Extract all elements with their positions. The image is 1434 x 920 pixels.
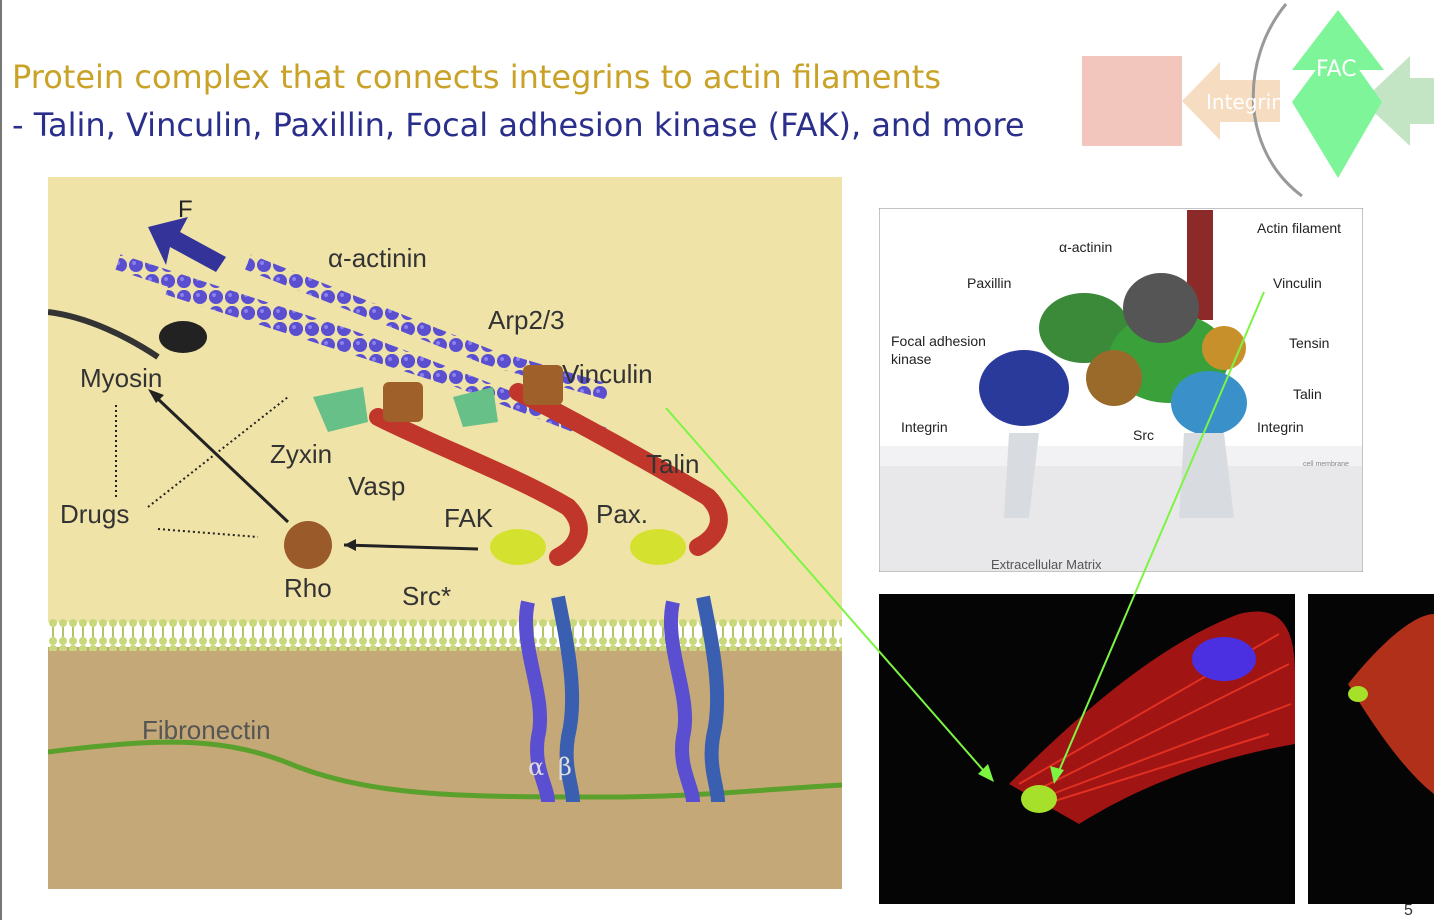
- label-myosin: Myosin: [80, 363, 162, 393]
- focal-adhesion-stain: [1021, 785, 1057, 813]
- label-alpha: α: [528, 753, 544, 781]
- actin-filament-2: [245, 254, 611, 400]
- left-border: [0, 0, 2, 920]
- nav-fac-top-shape: [1292, 10, 1384, 70]
- integrin-alpha-left: [518, 600, 555, 803]
- vinculin-left: [383, 382, 423, 422]
- fak-left: [490, 529, 546, 565]
- paxillin-blob: [1039, 293, 1129, 363]
- label-paxillin: Paxillin: [967, 275, 1011, 291]
- label-alpha-actinin: α-actinin: [328, 243, 427, 273]
- arrow-fak-to-rho: [343, 543, 479, 551]
- alpha-actinin-blob: [1123, 273, 1199, 343]
- focal-adhesion-stain-2: [1348, 686, 1368, 702]
- label-src: Src*: [402, 581, 451, 611]
- label-talin-3d: Talin: [1293, 386, 1322, 402]
- focal-adhesion-3d-figure: Actin filament α-actinin Paxillin Vincul…: [879, 208, 1363, 572]
- label-arp23: Arp2/3: [488, 305, 565, 335]
- arrow-rho-to-myosin: [156, 397, 290, 524]
- force-label: F: [178, 196, 193, 223]
- label-src-3d: Src: [1133, 427, 1154, 443]
- label-integrin-left: Integrin: [901, 419, 948, 435]
- fluorescence-micrograph-2: [1308, 594, 1434, 904]
- actin-filament-3: [165, 279, 451, 385]
- label-vinculin: Vinculin: [562, 359, 653, 389]
- talin-blob: [1171, 371, 1247, 435]
- membrane-plane: [880, 446, 1362, 466]
- slide-subtitle: - Talin, Vinculin, Paxillin, Focal adhes…: [12, 106, 1025, 144]
- label-vasp: Vasp: [348, 471, 405, 501]
- arrow-vinculin-to-micrograph: [665, 407, 991, 779]
- nav-light-green-arrow: [1362, 56, 1434, 146]
- label-cell-membrane: cell membrane: [1303, 461, 1349, 468]
- label-alpha-actinin-3d: α-actinin: [1059, 239, 1112, 255]
- label-pax: Pax.: [596, 499, 648, 529]
- label-fak: FAK: [444, 503, 494, 533]
- label-drugs: Drugs: [60, 499, 129, 529]
- label-ecm: Extracellular Matrix: [991, 557, 1102, 572]
- integrin-alpha-right: [663, 600, 700, 803]
- zyxin-right: [453, 387, 498, 427]
- page-number: 5: [1404, 902, 1413, 919]
- integrin-3d-right: [1179, 433, 1234, 518]
- nav-integrin-label: Integrin: [1206, 90, 1284, 114]
- cell-actin-stain-2: [1348, 614, 1434, 794]
- talin-left: [369, 408, 588, 566]
- fak-blob: [979, 350, 1069, 426]
- label-rho: Rho: [284, 573, 332, 603]
- label-zyxin: Zyxin: [270, 439, 332, 469]
- myosin-head: [159, 321, 207, 353]
- integrin-beta-right: [696, 595, 725, 803]
- inhibit-drugs-rho: [157, 528, 259, 538]
- label-actin-filament: Actin filament: [1257, 220, 1341, 236]
- slide-title: Protein complex that connects integrins …: [12, 58, 941, 96]
- arrow-rho-to-myosin-head: [148, 389, 164, 403]
- label-fibronectin: Fibronectin: [142, 715, 271, 745]
- vinculin-right: [523, 365, 563, 405]
- arrow-3d-to-micrograph-head: [1050, 766, 1064, 784]
- src-blob: [1086, 350, 1142, 406]
- arrow-vinculin-to-micrograph-head: [978, 764, 994, 782]
- integrin-3d-left: [1004, 433, 1039, 518]
- nav-diagram: Integrin FAC: [1082, 3, 1434, 198]
- label-integrin-right: Integrin: [1257, 419, 1304, 435]
- myosin-tail: [48, 309, 160, 360]
- label-vinculin-3d: Vinculin: [1273, 275, 1322, 291]
- cell-actin-fibers: [1018, 633, 1292, 810]
- label-tensin: Tensin: [1289, 335, 1329, 351]
- integrin-beta-left: [551, 595, 580, 803]
- fluorescence-micrograph: [879, 594, 1295, 904]
- arrow-3d-to-micrograph: [1055, 291, 1265, 779]
- nav-pink-box: [1082, 56, 1182, 146]
- nav-fac-label: FAC: [1316, 57, 1357, 82]
- arrow-fak-to-rho-head: [344, 539, 356, 551]
- nucleus: [1192, 637, 1256, 681]
- ecm-floor: [880, 458, 1362, 571]
- nav-bracket: [1251, 3, 1303, 198]
- force-arrow: [148, 217, 226, 272]
- label-talin: Talin: [646, 449, 699, 479]
- nav-fac-diamond: [1292, 40, 1382, 178]
- fak-right: [630, 529, 686, 565]
- zyxin-left: [313, 387, 368, 432]
- talin-right: [509, 383, 728, 556]
- label-beta: β: [558, 753, 572, 781]
- rho-sphere: [284, 521, 332, 569]
- focal-adhesion-diagram: F α-actinin Arp2/3 Vinculin Myosin Zyxin…: [48, 177, 842, 889]
